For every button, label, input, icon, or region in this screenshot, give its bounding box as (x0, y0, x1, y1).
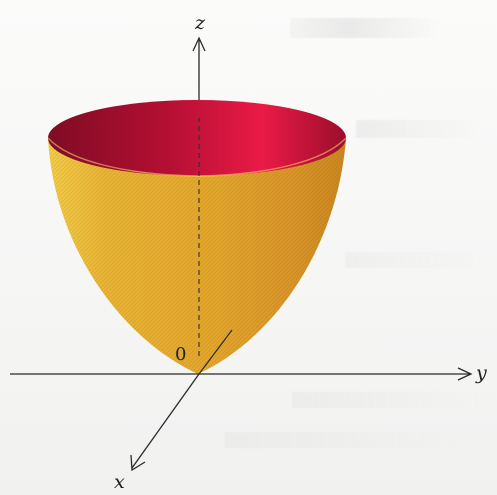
z-axis-arrow (192, 36, 206, 52)
x-axis-hidden-part (198, 329, 233, 375)
faint-background-text (290, 18, 480, 38)
faint-background-text (225, 432, 475, 448)
x-axis-label: x (114, 471, 125, 493)
paraboloid-rim-opening (48, 100, 346, 176)
surface-texture-overlay (48, 138, 346, 374)
origin-label: 0 (175, 344, 186, 365)
z-axis-label: z (194, 12, 206, 34)
x-axis-arrow (130, 454, 146, 472)
faint-background-text (292, 392, 482, 408)
rim-highlight (47, 137, 347, 177)
y-axis-arrow (457, 367, 473, 381)
x-axis (131, 373, 200, 469)
y-axis-label: y (475, 362, 487, 384)
faint-background-text (356, 120, 486, 138)
faint-background-text (345, 252, 490, 268)
